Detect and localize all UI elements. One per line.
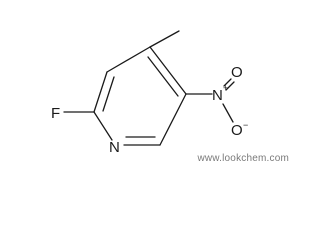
- fluorine-atom-label: F: [51, 105, 60, 122]
- nitro-n-o-top-bond-double: [225, 81, 235, 91]
- nitro-n-o-bottom-bond: [222, 103, 234, 123]
- structure-canvas: F N N + O O − www.lookchem.com: [51, 30, 289, 164]
- nitro-nitrogen-charge: +: [223, 83, 228, 93]
- ring-bond-c5-c6: [159, 93, 187, 146]
- ring-nitrogen-label: N: [109, 139, 120, 156]
- methyl-bond: [149, 30, 180, 48]
- ring-bond-n1-c2: [93, 111, 113, 141]
- nitro-nitrogen-label: N: [212, 87, 223, 104]
- ring-bond-c3-c4: [106, 46, 151, 73]
- oxygen-bottom-label: O: [231, 122, 243, 139]
- oxygen-bottom-charge: −: [243, 120, 248, 130]
- ring-bond-c4-c5-inner: [147, 56, 179, 97]
- watermark-text: www.lookchem.com: [197, 153, 289, 164]
- ring-bond-c2-c3-inner: [102, 76, 115, 112]
- oxygen-top-label: O: [231, 64, 243, 81]
- nitro-n-o-top-bond: [223, 78, 232, 87]
- ring-bond-c4-c5: [149, 46, 187, 95]
- molecule-structure: F N N + O O −: [51, 30, 248, 156]
- ring-bond-c2-c3: [93, 71, 108, 113]
